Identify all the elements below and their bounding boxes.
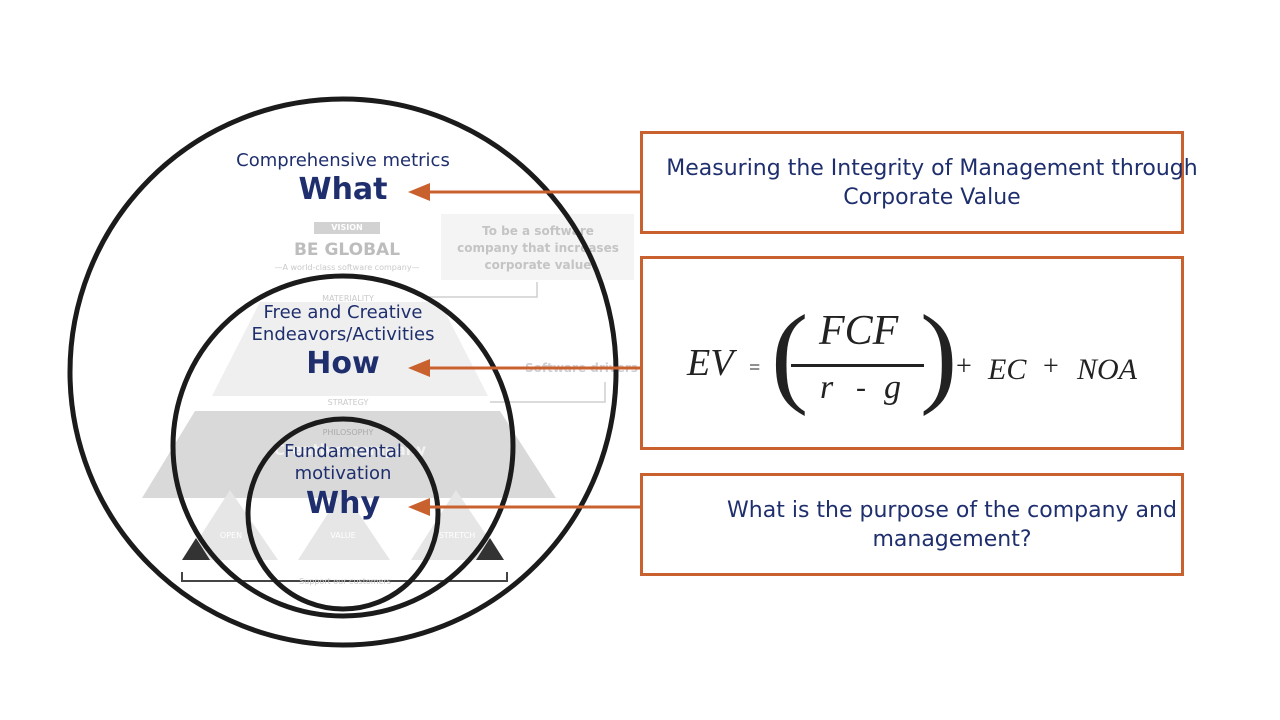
formula-box: EV = ( FCF r - g ) + EC + NOA: [640, 256, 1184, 450]
formula-numerator: FCF: [819, 308, 899, 354]
how-title: How: [306, 346, 380, 381]
software-connector-bottom: [490, 382, 606, 403]
measuring-text: Measuring the Integrity of Management th…: [666, 155, 1198, 210]
software-box-bg: [441, 214, 634, 280]
formula-ec: EC: [988, 353, 1027, 386]
software-box-text: To be a software company that increases …: [457, 224, 619, 272]
open-label: OPEN: [219, 531, 243, 540]
formula-right-paren: ): [920, 293, 958, 417]
base-bracket: [181, 572, 508, 582]
software-connector-top: [422, 282, 538, 298]
formula-r: r: [820, 369, 834, 406]
pyramid-corner-left: [182, 538, 210, 560]
formula-plus-1: +: [956, 351, 972, 382]
formula-equals: =: [749, 357, 761, 379]
pillar-center: [298, 490, 390, 560]
vision-tag-bg: [314, 222, 380, 234]
what-circle: [67, 96, 619, 648]
formula-minus: -: [856, 371, 866, 404]
purpose-text: What is the purpose of the company and m…: [727, 497, 1177, 552]
pyramid-tier-bottom: [142, 411, 556, 498]
how-circle: [170, 273, 516, 619]
what-title: What: [298, 172, 388, 207]
measuring-box: Measuring the Integrity of Management th…: [640, 131, 1198, 234]
vision-tag: VISION: [331, 223, 363, 232]
philosophy-label: PHILOSOPHY: [322, 428, 374, 437]
formula-g: g: [884, 369, 901, 406]
arrow-what-head: [408, 183, 430, 201]
pyramid-corner-right: [476, 538, 504, 560]
be-global-subtext: —A world-class software company—: [274, 263, 420, 272]
how-caption: Free and Creative Endeavors/Activities: [251, 302, 435, 345]
why-caption: Fundamental motivation: [284, 441, 402, 484]
formula-left-paren: (: [771, 293, 809, 417]
arrow-how-head: [408, 359, 430, 377]
why-circle: [245, 416, 441, 612]
what-caption: Comprehensive metrics: [236, 150, 450, 171]
purpose-box: What is the purpose of the company and m…: [640, 473, 1184, 576]
formula-ev: EV: [687, 342, 734, 384]
support-text: Support our customers: [299, 577, 391, 586]
formula-fraction-bar: [791, 364, 924, 367]
arrow-why-head: [408, 498, 430, 516]
formula-plus-2: +: [1043, 351, 1059, 382]
materiality-label: MATERIALITY: [322, 294, 374, 303]
create-company-text: Creative company: [273, 441, 427, 459]
value-label: VALUE: [330, 531, 356, 540]
formula-noa: NOA: [1077, 353, 1137, 386]
why-title: Why: [305, 486, 381, 521]
strategy-label: STRATEGY: [327, 398, 369, 407]
be-global-text: BE GLOBAL: [293, 240, 401, 260]
stretch-label: STRETCH: [438, 531, 476, 540]
